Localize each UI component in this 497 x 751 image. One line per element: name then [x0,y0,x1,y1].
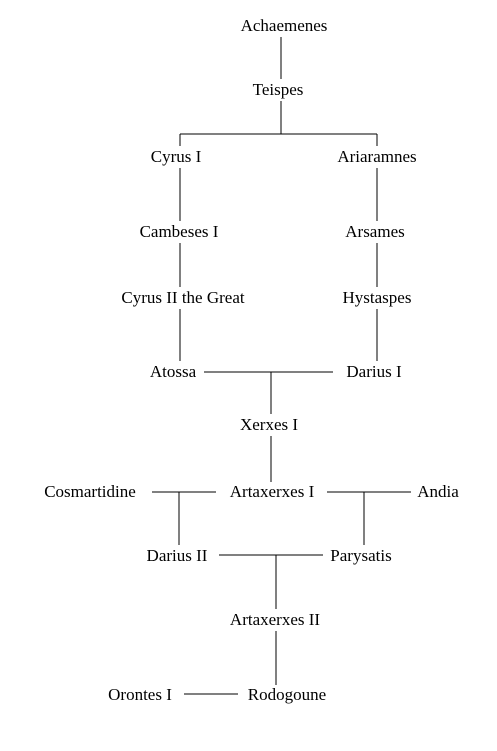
person-teispes: Teispes [252,80,304,99]
person-achaemenes: Achaemenes [240,16,328,35]
person-andia: Andia [417,482,459,501]
person-cyrus-ii-the-great: Cyrus II the Great [121,288,245,307]
person-orontes-i: Orontes I [108,685,172,704]
person-cambeses-i: Cambeses I [139,222,219,241]
person-rodogoune: Rodogoune [247,685,327,704]
person-ariaramnes: Ariaramnes [337,147,417,166]
person-cosmartidine: Cosmartidine [44,482,136,501]
person-darius-i: Darius I [346,362,402,381]
person-xerxes-i: Xerxes I [239,415,299,434]
person-cyrus-i: Cyrus I [150,147,202,166]
person-parysatis: Parysatis [330,546,392,565]
person-darius-ii: Darius II [146,546,208,565]
person-arsames: Arsames [345,222,405,241]
person-artaxerxes-ii: Artaxerxes II [229,610,321,629]
person-atossa: Atossa [149,362,197,381]
person-artaxerxes-i: Artaxerxes I [229,482,315,501]
person-hystaspes: Hystaspes [342,288,412,307]
